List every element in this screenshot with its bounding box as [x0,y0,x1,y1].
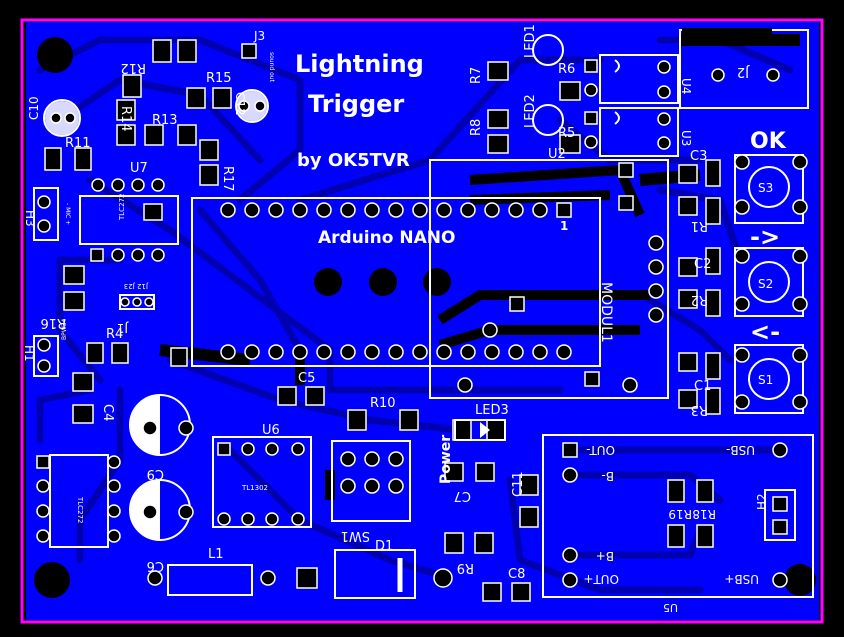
r4-label: R4 [106,327,123,342]
s1-label: S1 [758,373,773,387]
j3-label: J3 [253,29,265,43]
r1-label: R1 [691,218,708,233]
out-minus-label: OUT- [586,443,615,457]
author-label: by OK5TVR [297,150,410,171]
u1-chip-label: TLC272 [76,496,84,523]
u7-chip-label: TLC272 [118,194,126,221]
h3-label: H3 [23,210,37,227]
led3-label: LED3 [475,403,509,418]
u4-label: U4 [679,78,693,94]
module-name: Arduino NANO [318,228,455,248]
mounting-hole-nano-2 [369,268,397,296]
c5-label: C5 [298,371,315,386]
u3-label: U3 [679,130,693,146]
power-label: Power [438,435,454,484]
c9-label: C9 [147,466,164,481]
c1-label: C1 [694,379,711,394]
r14-label: R14 [118,106,133,132]
l1-label: L1 [208,547,224,562]
mounting-hole-bl [34,562,70,598]
mounting-hole-nano-1 [314,268,342,296]
s3-label: S3 [758,181,773,195]
title-line2: Trigger [308,90,404,118]
mounting-hole-tl [37,37,73,73]
r15-label: R15 [206,71,232,86]
led3-body [454,419,506,441]
prev-label: <- [750,318,780,346]
sw1-label: SW1 [341,528,370,543]
h1-sublabel: BPW34 [61,319,68,340]
r3-label: R3 [691,402,708,417]
b-plus-label: B+ [596,549,614,563]
c3-label: C3 [690,149,707,164]
usb-plus-label: USB+ [724,572,759,586]
arduino-header-bottom [220,344,572,360]
usb-minus-label: USB- [726,443,755,457]
r8-label: R8 [469,119,484,136]
arduino-header-top [220,202,572,218]
ok-label: OK [750,129,787,154]
c4-label: C4 [100,404,115,421]
u5-label: U5 [663,601,678,614]
c10-label: C10 [27,96,41,120]
mounting-hole-nano-3 [423,268,451,296]
j2-connector-body [682,28,772,46]
c7-label: C7 [454,488,471,503]
r13-label: R13 [152,113,178,128]
h3-sublabel: - MIC + [64,203,71,225]
module-pin1-label: 1 [560,219,568,233]
misc-pads [36,43,808,589]
u7-label: U7 [130,161,148,176]
h2-label: H2 [755,493,769,510]
r18-label: R18 [692,507,716,521]
r11-label: R11 [65,136,91,151]
c6-label: C6 [147,558,164,573]
r12-label: R12 [120,60,146,75]
j1-sublabel: J12 J23 [124,282,149,290]
r7-label: R7 [469,67,484,84]
r17-label: R17 [220,166,235,192]
c12-label: C12 [233,92,247,116]
out-plus-label: OUT+ [583,572,619,586]
title-line1: Lightning [295,50,424,78]
r6-label: R6 [558,62,575,77]
b-minus-label: B- [601,469,614,483]
h1-label: H1 [22,345,36,362]
j2-label: J2 [737,64,750,79]
j3-sublabel: sound out [268,52,275,83]
d1-label: D1 [375,539,393,554]
led1-label: LED1 [523,24,538,58]
r19-label: R19 [668,507,692,521]
u2-label: U2 [548,147,566,162]
u6-label: U6 [262,423,280,438]
c11-label: C11 [511,471,526,497]
j1-label: J1 [117,321,129,335]
r16-label: R16 [40,315,66,330]
r5-label: R5 [558,126,575,141]
r9-label: R9 [457,560,474,575]
u6-chip-label: TL1302 [241,484,268,492]
r10-label: R10 [370,396,396,411]
led2-label: LED2 [523,94,538,128]
c2-label: C2 [694,257,711,272]
r2-label: R2 [691,292,708,307]
next-label: -> [750,223,780,251]
s2-label: S2 [758,277,773,291]
c8-label: C8 [508,567,525,582]
board-outline [20,18,824,624]
mounting-hole-br [784,564,816,596]
module-side-label: MODUL1 [598,282,614,343]
